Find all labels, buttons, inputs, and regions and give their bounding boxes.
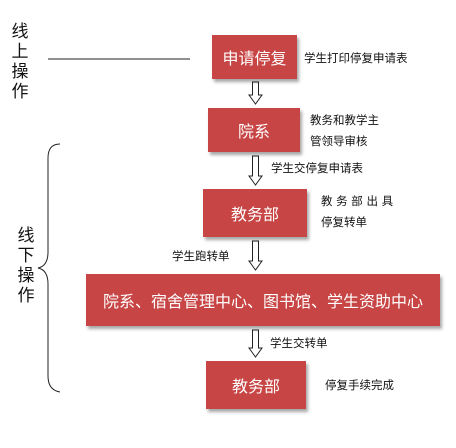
step-apply-suspension: 申请停复 — [212, 35, 297, 79]
step-department: 院系 — [208, 108, 300, 152]
step-note-review: 教务和教学主 管领导审核 — [310, 113, 379, 148]
offline-label: 线 下 操 作 — [17, 226, 35, 306]
transition-carry-transfer: 学生跑转单 — [172, 249, 230, 263]
step-academic-affairs-office-final: 教务部 — [206, 361, 306, 409]
step-offices: 院系、宿舍管理中心、图书馆、学生资助中心 — [86, 274, 440, 326]
arrow-3 — [248, 240, 263, 271]
step-academic-affairs-office: 教务部 — [203, 189, 307, 237]
transition-submit-transfer: 学生交转单 — [270, 336, 328, 350]
arrow-2 — [248, 155, 263, 186]
online-label: 线 上 操 作 — [11, 22, 29, 102]
step-note-issue-transfer: 教 务 部 出 具 停复转单 — [321, 194, 394, 229]
step-note-print-form: 学生打印停复申请表 — [304, 51, 408, 65]
transition-submit-form: 学生交停复申请表 — [271, 161, 363, 175]
step-note-complete: 停复手续完成 — [325, 378, 394, 392]
offline-brace — [37, 143, 61, 393]
arrow-4 — [248, 329, 263, 358]
arrow-1 — [248, 81, 263, 105]
